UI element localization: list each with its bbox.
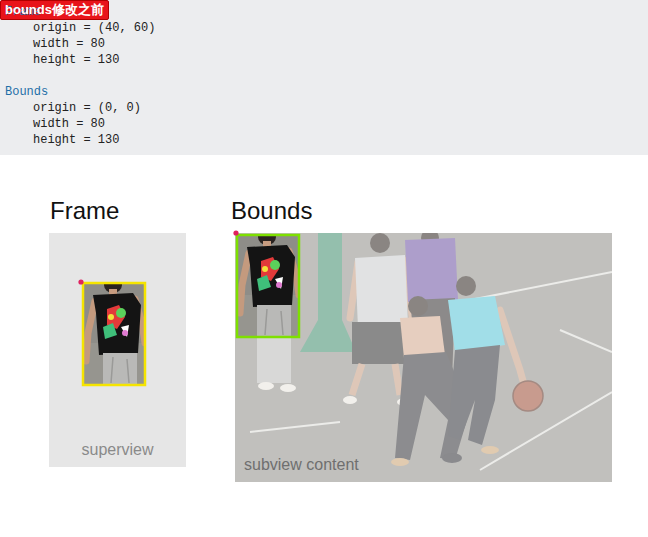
code-line: origin = (40, 60) [33, 20, 155, 36]
red-label: bounds修改之前 [0, 0, 109, 20]
box-caption: subview content [244, 455, 359, 474]
section-heading: Bounds [231, 197, 312, 225]
code-line: width = 80 [33, 36, 105, 52]
superview-box: Framesuperview [49, 233, 186, 467]
section-heading: Frame [50, 197, 119, 225]
court-photo [235, 233, 612, 482]
superview-panel [49, 233, 186, 467]
label-text: bounds修改之前 [5, 2, 104, 18]
subview-box: Boundssubview content [235, 233, 612, 482]
bounds-outline [237, 235, 299, 337]
code-line: height = 130 [33, 52, 119, 68]
fade-overlay [235, 233, 612, 482]
frame-crop [83, 277, 145, 387]
origin-dot [78, 279, 83, 284]
code-line: height = 130 [33, 132, 119, 148]
code-panel: Frameorigin = (40, 60)width = 80height =… [0, 0, 648, 155]
code-line: origin = (0, 0) [33, 100, 141, 116]
frame-outline [83, 283, 145, 385]
origin-dot [233, 230, 238, 235]
code-line: width = 80 [33, 116, 105, 132]
box-caption: superview [49, 440, 186, 459]
code-heading: Bounds [5, 84, 48, 100]
